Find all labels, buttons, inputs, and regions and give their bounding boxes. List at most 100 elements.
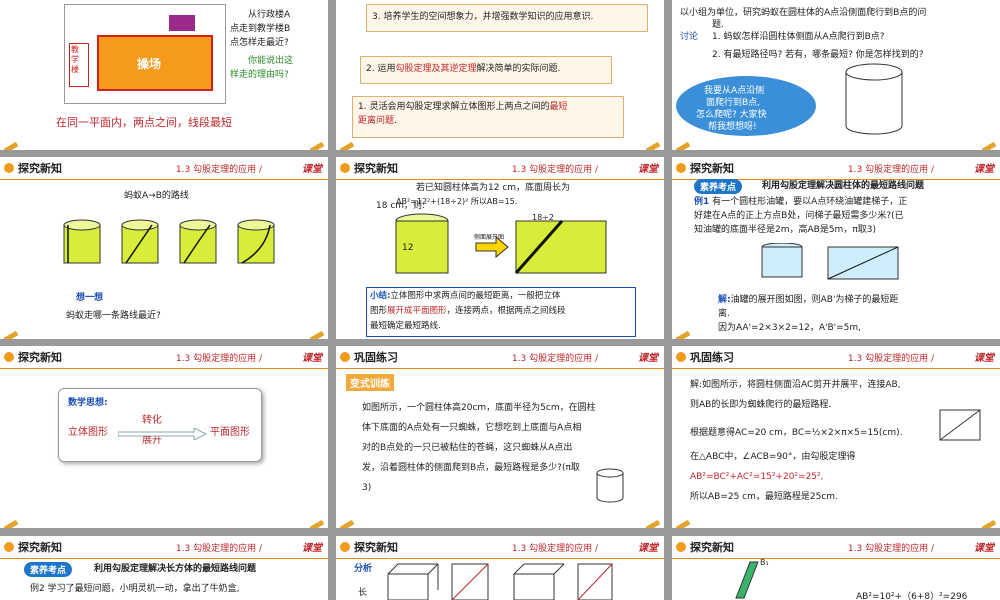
problem-line-1: 以小组为单位，研究蚂蚁在圆柱体的A点沿侧面爬行到B点的问	[680, 8, 927, 18]
height-label: 12	[402, 243, 414, 253]
slide-1[interactable]: 操场 教学楼 从行政楼A 点走到教学楼B 点怎样走最近? 你能说出这 样走的理由…	[0, 0, 328, 150]
pencil-icon	[3, 330, 19, 339]
tank-figure	[761, 243, 899, 280]
goal-3-text: 3. 培养学生的空间想象力，并增强数学知识的应用意识.	[372, 12, 594, 22]
goal-3	[366, 4, 648, 32]
idea-box	[58, 388, 262, 462]
conclusion-text: 在同一平面内，两点之间，线段最短	[56, 116, 232, 129]
map-figure: 操场 教学楼	[64, 4, 226, 104]
solution-line-2: 则AB的长即为蜘蛛爬行的最短路程.	[690, 400, 832, 410]
example-2-text: 例2 学习了最短问题，小明灵机一动，拿出了牛奶盒,	[30, 584, 240, 594]
cloud-line-4: 帮我想想呀!	[708, 122, 757, 132]
building-block	[69, 43, 89, 87]
discuss-tag: 讨论	[680, 32, 699, 42]
literacy-badge: 素养考点	[694, 179, 743, 194]
topic-title: 利用勾股定理解决圆柱体的最短路线问题	[762, 181, 925, 191]
solution-line-4: 在△ABC中，∠ACB=90°，由勾股定理得	[690, 452, 856, 462]
variant-tag: 变式训练	[346, 374, 394, 391]
idea-top: 转化	[142, 415, 162, 426]
problem-line-2: 题.	[712, 20, 724, 30]
problem-text: 如图所示，一个圆柱体高20cm，底面半径为5cm，在圆柱体下底面的A点处有一只蜘…	[362, 403, 596, 493]
question-line-3: 点怎样走最近?	[230, 38, 289, 48]
summary-box	[366, 287, 636, 337]
idea-title: 数学思想:	[68, 398, 108, 408]
pencil-icon	[339, 141, 355, 150]
point-label: B₁	[760, 558, 769, 567]
idea-left: 立体图形	[68, 427, 108, 438]
given-line-2: 18 cm，则:	[376, 201, 426, 211]
pencil-icon	[309, 141, 325, 150]
pencil-icon	[3, 141, 19, 150]
field-label: 操场	[137, 57, 162, 71]
literacy-badge: 素养考点	[24, 562, 73, 577]
question-2: 2. 有最短路径吗? 若有，哪条最短? 你是怎样找到的?	[712, 50, 924, 60]
solution-line-1: 解:如图所示，将圆柱侧面沿AC剪开并展平，连接AB,	[690, 380, 901, 390]
question-line-5: 样走的理由吗?	[230, 70, 289, 80]
arrow-icon	[118, 428, 208, 440]
pencil-icon	[645, 141, 661, 150]
think-label: 想一想	[76, 293, 104, 303]
goal-2	[360, 56, 612, 84]
question-line-2: 点走到教学楼B	[230, 24, 291, 34]
pencil-icon	[3, 519, 19, 528]
pencil-icon	[309, 519, 325, 528]
unfold-arrow-label: 侧面展开图	[474, 234, 505, 241]
idea-right: 平面图形	[210, 427, 250, 438]
goal-1-text: 1. 灵活会用勾股定理求解立体图形上两点之间的最短距离问题.	[358, 102, 568, 126]
pencil-icon	[309, 330, 325, 339]
given-line-3: AB²=12²+(18÷2)² 所以AB=15.	[396, 197, 518, 206]
idea-bottom: 展开	[142, 435, 162, 446]
slide-3[interactable]: 以小组为单位，研究蚂蚁在圆柱体的A点沿侧面爬行到B点的问 题. 讨论 1. 蚂蚁…	[672, 0, 1000, 150]
given-line-1: 若已知圆柱体高为12 cm，底面周长为	[416, 183, 571, 193]
cloud-line-3: 怎么爬呢? 大家快	[696, 110, 767, 120]
slide-2[interactable]: 3. 培养学生的空间想象力，并增强数学知识的应用意识. 2. 运用勾股定理及其逆…	[336, 0, 664, 150]
pencil-icon	[339, 519, 355, 528]
speech-cloud	[676, 76, 816, 136]
example-text: 例1 有一个圆柱形油罐，要以A点环绕油罐建梯子，正好建在A点的正上方点B处，问梯…	[694, 197, 908, 235]
solution-line-6: 所以AB=25 cm，最短路程是25cm.	[690, 492, 838, 502]
admin-block	[169, 15, 195, 31]
half-top-label: 18÷2	[532, 213, 554, 222]
pencil-icon	[981, 519, 997, 528]
solution-line-3: 根据题意得AC=20 cm，BC=½×2×π×5=15(cm).	[690, 428, 903, 438]
small-cylinder-figure	[596, 468, 624, 503]
cylinder-figure	[845, 63, 903, 135]
building-label: 教学楼	[71, 45, 79, 74]
route-title: 蚂蚁A→B的路线	[124, 191, 189, 201]
cloud-line-2: 面爬行到B点,	[706, 98, 761, 108]
pencil-icon	[675, 141, 691, 150]
question-1: 1. 蚂蚁怎样沿圆柱体侧面从A点爬行到B点?	[712, 32, 885, 42]
goal-1	[352, 96, 624, 138]
box-figures	[387, 563, 613, 600]
topic-title: 利用勾股定理解决长方体的最短路线问题	[94, 564, 257, 574]
goal-2-text: 2. 运用勾股定理及其逆定理解决简单的实际问题.	[366, 64, 561, 74]
unfold-figure	[395, 213, 607, 274]
solution-text: 解:油罐的展开图如图，则AB'为梯子的最短距离.因为AA'=2×3×2=12，A…	[718, 295, 899, 333]
pencil-icon	[675, 330, 691, 339]
analysis-label: 分析	[354, 564, 373, 574]
cloud-line-1: 我要从A点沿侧	[704, 86, 765, 96]
pencil-icon	[675, 519, 691, 528]
four-cylinders-figure	[63, 219, 275, 264]
pencil-icon	[645, 519, 661, 528]
summary-text: 小结:立体图形中求两点间的最短距离，一般把立体图形展开成平面图形，连接两点，根据…	[370, 291, 566, 331]
length-label: 长	[358, 588, 368, 598]
question-line-4: 你能说出这	[248, 56, 294, 66]
formula-text: AB²=10²+（6+8）²=296	[856, 592, 968, 600]
